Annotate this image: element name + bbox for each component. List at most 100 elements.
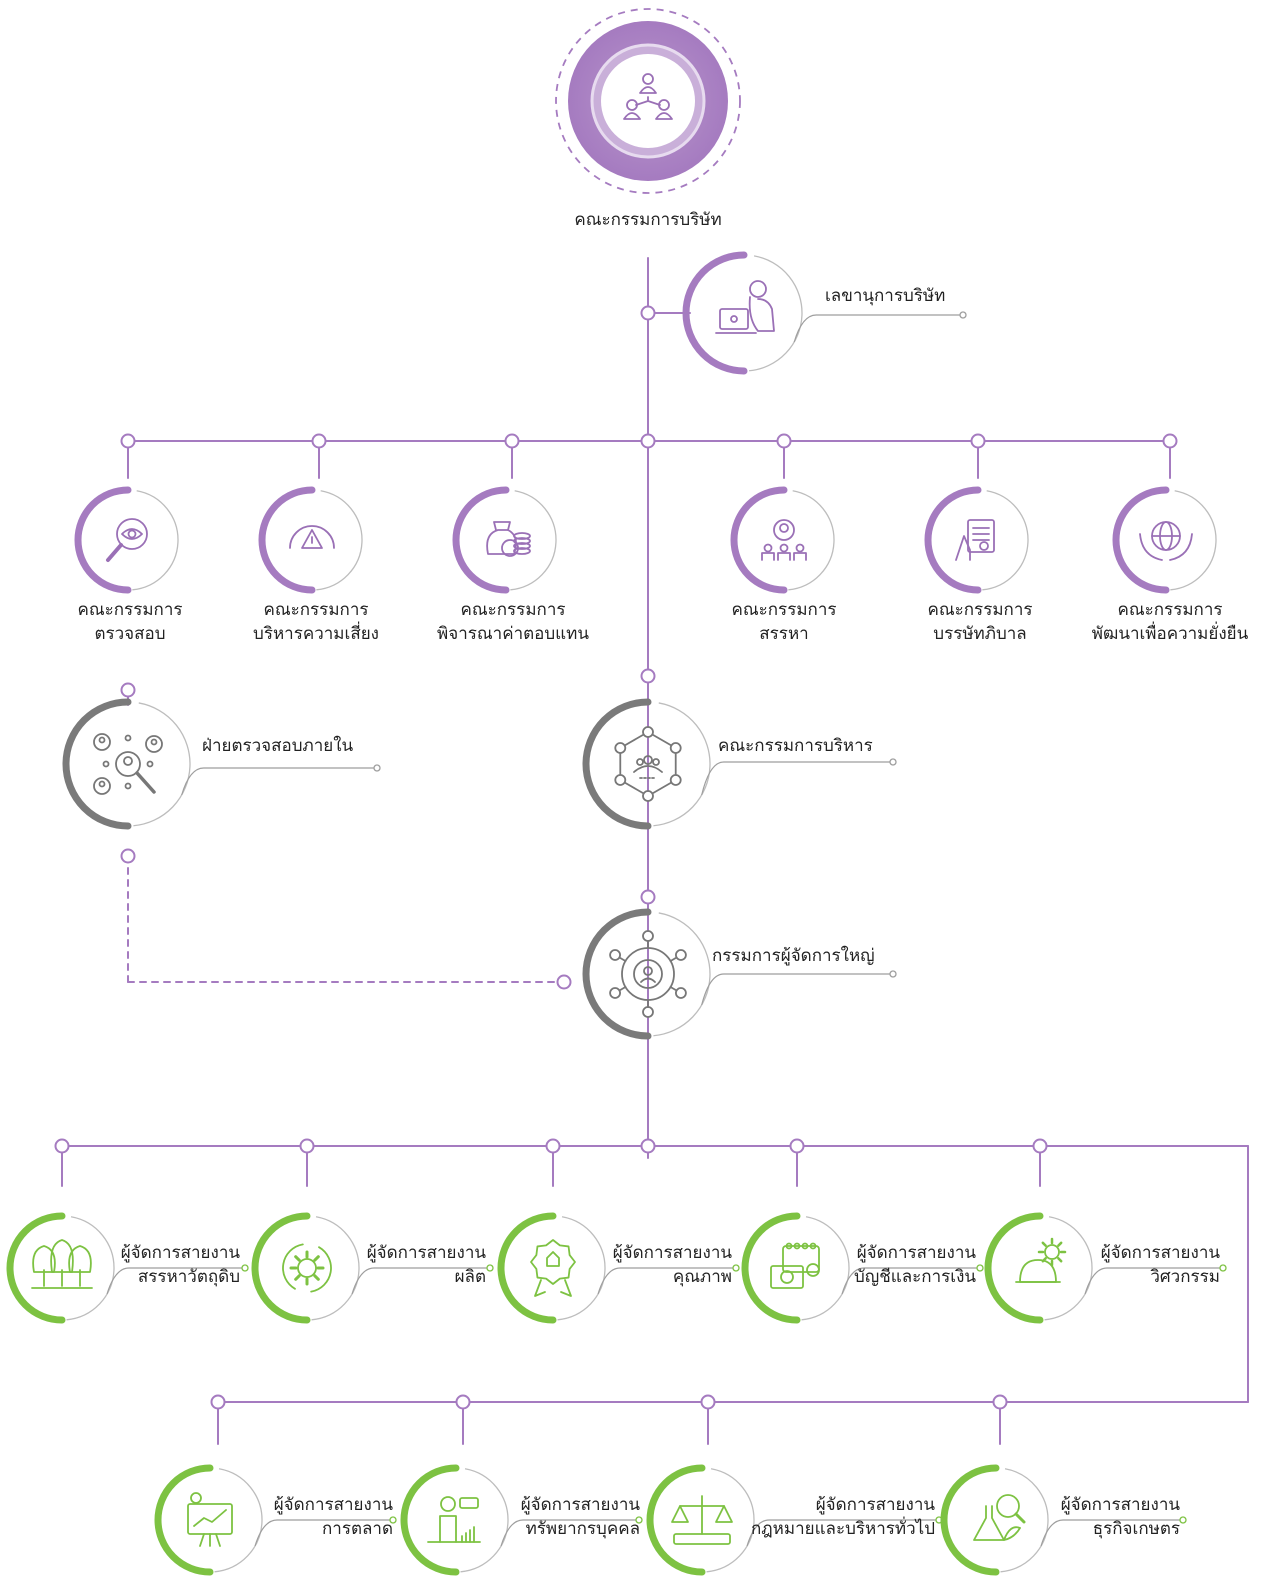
label-tail-dot — [959, 311, 967, 319]
label-tail-line — [701, 973, 890, 1006]
hex-node — [642, 726, 654, 738]
connector-dot — [120, 433, 136, 449]
tree — [50, 1239, 74, 1287]
connector-dot — [455, 1394, 471, 1410]
orbit-node — [642, 1006, 654, 1018]
manager-agribusiness-label: ผู้จัดการสายงานธุรกิจเกษตร — [1060, 1495, 1180, 1539]
book — [673, 1533, 731, 1545]
connector-dot — [640, 305, 656, 321]
badge-star — [530, 1239, 576, 1285]
orbit-node — [609, 987, 621, 999]
ring-thin-arc — [1000, 1468, 1049, 1573]
link-lines — [635, 96, 661, 106]
person-body — [639, 86, 657, 94]
ring-thin-arc — [653, 702, 711, 827]
body — [777, 552, 791, 561]
eye — [121, 528, 143, 540]
gauge-arc — [289, 525, 335, 549]
manager-sourcing-label: ผู้จัดการสายงานสรรหาวัตถุดิบ — [120, 1243, 240, 1287]
ring-thin-arc — [653, 912, 711, 1037]
ring-thin-arc — [214, 1468, 263, 1573]
manager-engineering-label: ผู้จัดการสายงานวิศวกรรม — [1100, 1243, 1220, 1287]
ceo-node — [582, 908, 897, 1040]
coin-stack — [513, 547, 531, 555]
lens — [116, 518, 148, 550]
connector-dot — [789, 1138, 805, 1154]
ring-thick-arc — [741, 1212, 801, 1324]
body — [439, 1515, 457, 1543]
committee-node — [730, 486, 835, 594]
magnifier-handle — [1014, 1512, 1026, 1524]
ring-thin-arc — [311, 1216, 360, 1321]
ring-thick-arc — [74, 486, 132, 594]
audit-network-icon — [93, 733, 163, 795]
committee-audit-label: คณะกรรมการตรวจสอบ — [77, 600, 183, 644]
gear-hub — [1044, 1244, 1060, 1260]
gear-tooth — [313, 1274, 320, 1281]
tree — [32, 1245, 56, 1287]
hex-node — [669, 742, 682, 754]
gear-tooth — [1041, 1241, 1047, 1247]
center-circle — [115, 751, 141, 777]
connector-dot — [311, 433, 327, 449]
small-dot — [146, 760, 154, 768]
label-tail-dot — [486, 1264, 494, 1272]
coin-stack — [513, 537, 531, 545]
orbit-node — [675, 987, 687, 999]
certificate-icon — [955, 519, 995, 561]
ring-thin-arc — [982, 490, 1029, 591]
executive-committee-label: คณะกรรมการบริหาร — [718, 736, 873, 756]
gear-tooth — [1057, 1241, 1063, 1247]
gear-tooth — [294, 1274, 301, 1281]
inner-circle — [633, 959, 663, 989]
recruit-icon — [761, 519, 807, 561]
ring-thick-arc — [924, 486, 982, 594]
manager-hr-label: ผู้จัดการสายงานทรัพยากรบุคคล — [520, 1495, 640, 1539]
magnifier-lens — [996, 1494, 1020, 1518]
ring-thick-arc — [154, 1464, 214, 1576]
handle — [106, 543, 123, 562]
ring-thick-arc — [6, 1212, 66, 1324]
label-tail-dot — [389, 1516, 397, 1524]
ring — [785, 1242, 793, 1250]
calendar-money-icon — [770, 1242, 820, 1289]
calendar — [782, 1245, 820, 1273]
body — [748, 296, 775, 332]
small-dot — [124, 734, 132, 742]
head — [643, 966, 653, 976]
seal — [979, 541, 989, 551]
center-head — [123, 756, 133, 766]
check-circle — [806, 1263, 820, 1277]
committee-node — [924, 486, 1029, 594]
head — [749, 280, 767, 298]
risk-gauge-icon — [289, 525, 335, 549]
body — [640, 977, 656, 983]
magnifier-eye-icon — [106, 518, 148, 562]
hand — [955, 535, 971, 561]
ring-thick-arc — [452, 486, 510, 594]
internal-audit-label: ฝ่ายตรวจสอบภายใน — [202, 736, 354, 756]
flask — [973, 1505, 1005, 1541]
ring-thin-arc — [316, 490, 363, 591]
ring-thick-arc — [400, 1464, 460, 1576]
person-body — [623, 112, 641, 120]
connector-dot — [210, 1394, 226, 1410]
gear-hub — [297, 1258, 317, 1278]
hex-node — [669, 774, 682, 786]
connector-dot — [640, 889, 656, 905]
paper — [967, 519, 995, 553]
ring-thin-arc — [706, 1468, 755, 1573]
team-head — [643, 755, 653, 765]
ring — [809, 1242, 817, 1250]
hex-node — [614, 774, 627, 786]
connector-dot — [992, 1394, 1008, 1410]
connector-dot — [545, 1138, 561, 1154]
warning-triangle — [301, 529, 323, 549]
people-network-icon — [623, 73, 673, 120]
board — [187, 1503, 233, 1535]
trees-icon — [31, 1239, 93, 1289]
connector-dot — [299, 1138, 315, 1154]
ring — [793, 1242, 801, 1250]
manager-production-label: ผู้จัดการสายงานผลิต — [366, 1243, 486, 1287]
committee-node — [452, 486, 557, 594]
